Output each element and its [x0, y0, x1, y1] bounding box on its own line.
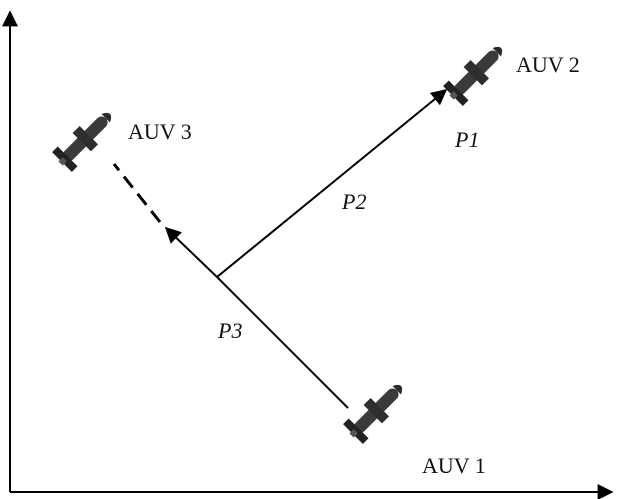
auv2-label: AUV 2	[516, 52, 580, 77]
auv1-vehicle-icon	[341, 376, 411, 446]
auv3-vehicle-icon	[50, 104, 120, 174]
dashed-path-auv3	[112, 163, 162, 223]
axes	[2, 10, 614, 499]
path-auv1-to-junction	[216, 276, 349, 409]
auv3-label: AUV 3	[128, 119, 192, 144]
trajectories	[112, 88, 448, 409]
arrow-to-auv3	[164, 226, 218, 278]
auv2-vehicle-icon	[441, 38, 511, 108]
arrow-to-auv2	[216, 88, 448, 278]
p1-label: P1	[454, 127, 479, 152]
auv1-label: AUV 1	[422, 453, 486, 478]
p3-label: P3	[217, 318, 242, 343]
p2-label: P2	[341, 189, 366, 214]
